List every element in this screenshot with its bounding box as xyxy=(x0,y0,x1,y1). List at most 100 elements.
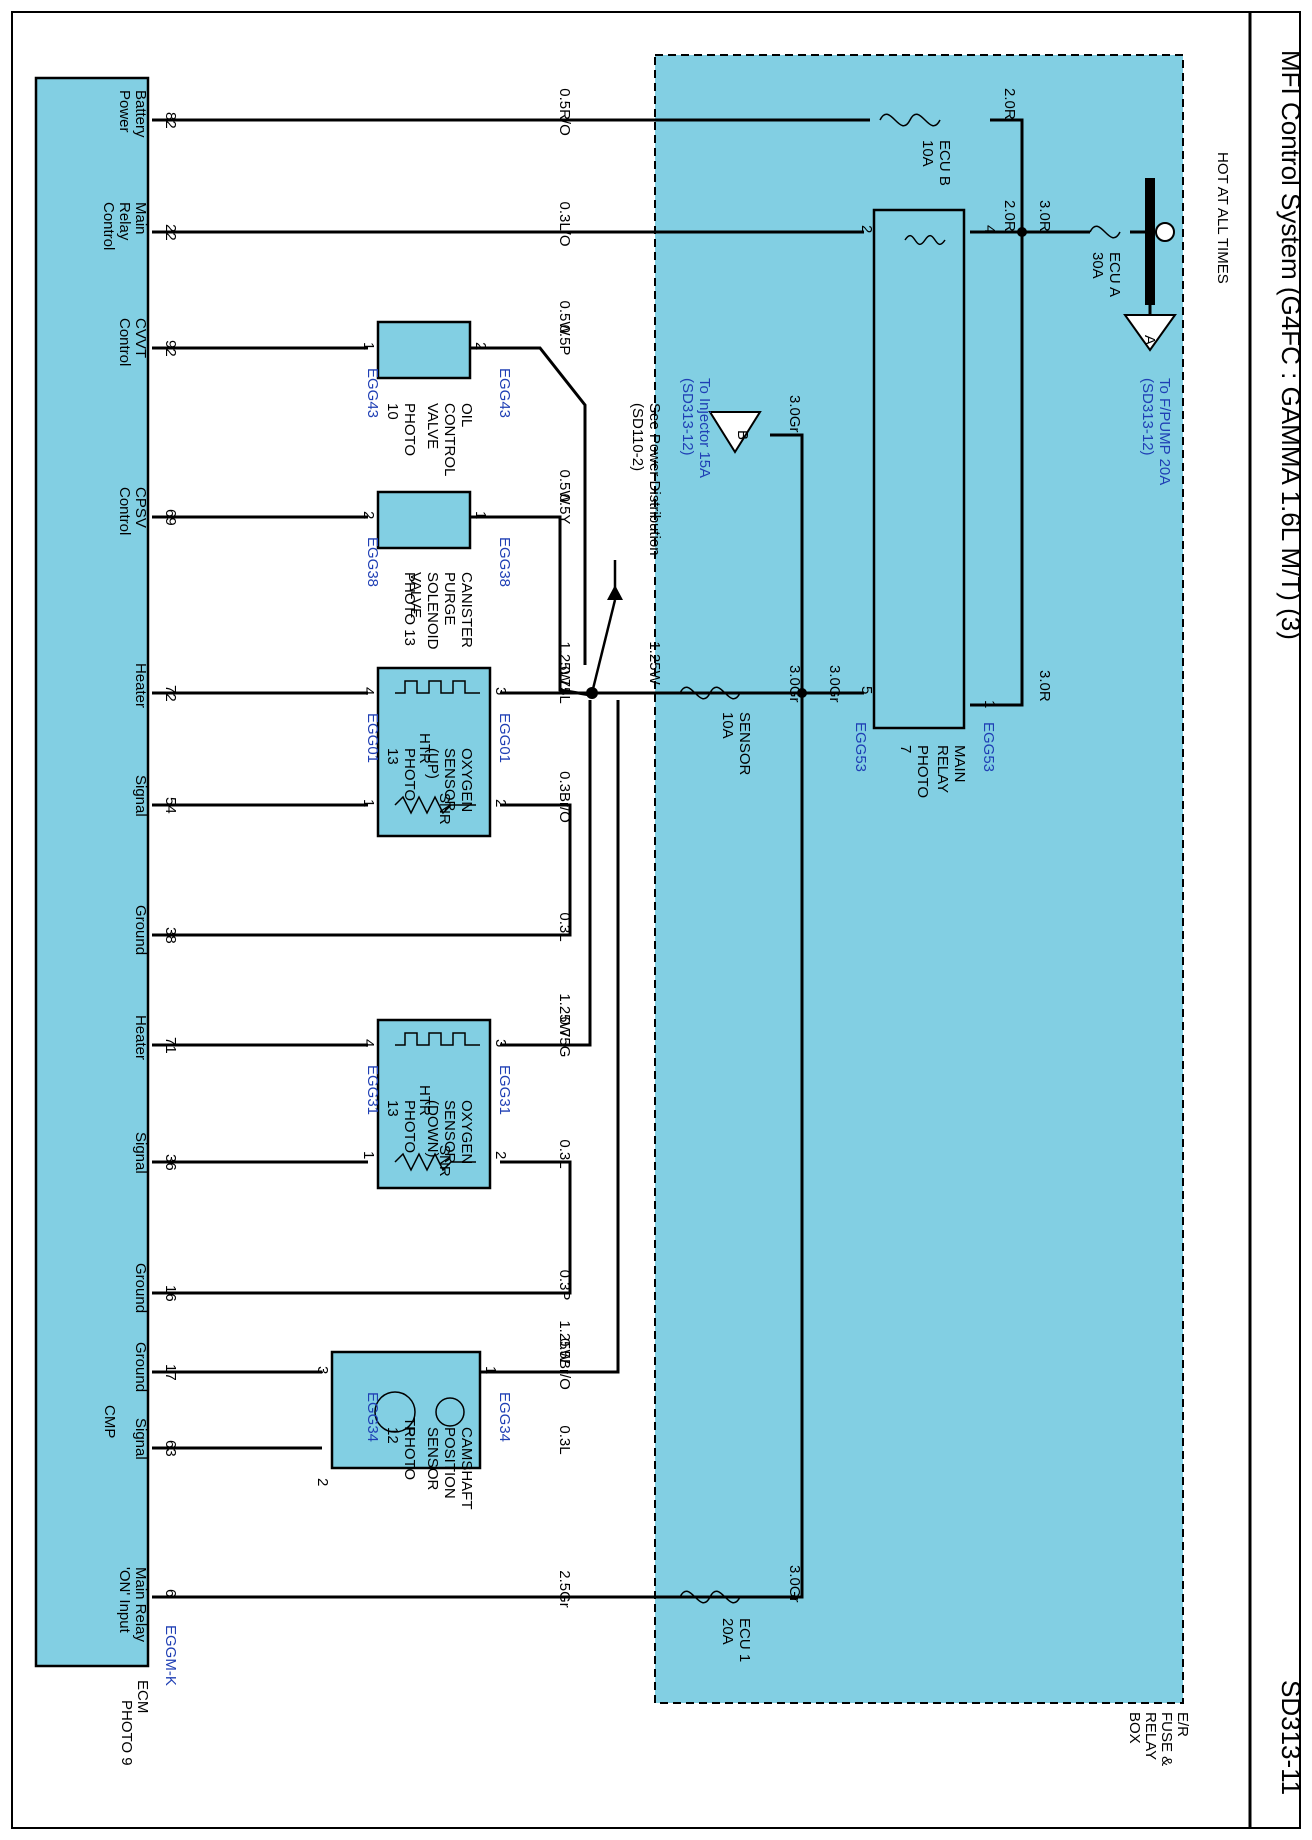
relay-coil xyxy=(904,234,946,246)
wire-1-25w-fuse: 1.25W xyxy=(646,641,663,685)
component-2-label-line-0: OXYGEN xyxy=(458,748,475,812)
heater-element-up xyxy=(395,680,480,694)
ecm-wire-54: 0.3Br/O xyxy=(556,771,573,823)
ecm-wire-38: 0.3L xyxy=(556,912,573,941)
diagram-labels: MFI Control System (G4FC : GAMMA 1.6L M/… xyxy=(100,50,1306,1795)
fuse-box-label-line-0: E/R xyxy=(1174,1712,1191,1737)
component-1-pin-2: 2 xyxy=(360,511,377,519)
hot-at-all-times-label: HOT AT ALL TIMES xyxy=(1214,152,1231,284)
fuse-symbols xyxy=(679,113,1121,1604)
wire-3-0gr-ecu1: 3.0Gr xyxy=(786,1565,803,1603)
ecm-block xyxy=(34,76,150,1668)
component-3-pin-1: 1 xyxy=(360,1151,377,1159)
component-3-connector-left: EGG31 xyxy=(364,1065,381,1115)
component-4-pin-3: 3 xyxy=(314,1366,331,1374)
component-1-label-line-0: CANISTER xyxy=(458,572,475,648)
ecm-pin-name-38-line-0: Ground xyxy=(132,905,149,955)
offpage-a-text-line-1: (SD313-12) xyxy=(1139,378,1156,456)
ecm-pin-38: 38 xyxy=(162,927,179,944)
fuse-box-label-line-3: BOX xyxy=(1126,1712,1143,1744)
ecm-photo: PHOTO 9 xyxy=(118,1700,135,1766)
fuse-sensor-line-1: 10A xyxy=(719,712,736,739)
component-4-pin-1: 1 xyxy=(482,1366,499,1374)
ecm-pin-22: 22 xyxy=(162,224,179,241)
component-1-label-line-1: PURGE xyxy=(441,572,458,625)
offpage-a-letter: A xyxy=(1141,335,1158,345)
wire-3-0r-top: 3.0R xyxy=(1036,200,1053,232)
component-1-connector-right: EGG38 xyxy=(496,537,513,587)
relay-pin-2: 2 xyxy=(858,225,875,233)
ecm-pin-name-22-line-0: Main xyxy=(132,202,149,235)
offpage-a-text-line-0: To F/PUMP 20A xyxy=(1156,378,1173,485)
component-2-pin-2: 2 xyxy=(492,799,509,807)
component-3-label-line-0: OXYGEN xyxy=(458,1100,475,1164)
component-2-htr: HTR xyxy=(416,733,433,764)
fuse-ecu-b-symbol xyxy=(879,113,941,127)
ecm-pin-name-16-line-0: Ground xyxy=(132,1263,149,1313)
ecm-pin-6: 6 xyxy=(162,1589,179,1597)
wire-3-0gr-relay: 3.0Gr xyxy=(826,665,843,703)
component-2-pin-3: 3 xyxy=(492,687,509,695)
ecm-wire-72: 0.75L xyxy=(556,666,573,704)
heater-element-down xyxy=(395,1032,480,1046)
component-3-pin-4: 4 xyxy=(360,1039,377,1047)
component-0-connector-right: EGG43 xyxy=(496,368,513,418)
component-0-pin-1: 1 xyxy=(360,342,377,350)
ecm-pin-name-92-line-0: CVVT xyxy=(132,318,149,358)
component-3-photo-line-1: 13 xyxy=(384,1100,401,1117)
power-distribution-ref-line-1: (SD110-2) xyxy=(629,403,646,471)
ecm-pin-name-6-line-1: 'ON' Input xyxy=(116,1567,133,1634)
component-4-tr: TR xyxy=(401,1417,418,1437)
wire-3-0gr-injector: 3.0Gr xyxy=(786,395,803,433)
ecm-pin-63: 63 xyxy=(162,1440,179,1457)
component-3-connector-right: EGG31 xyxy=(496,1065,513,1115)
component-1-photo-line-0: PHOTO 13 xyxy=(401,572,418,646)
sensor-resistor-down xyxy=(394,1152,476,1172)
component-4-connector-left: EGG34 xyxy=(364,1392,381,1442)
main-relay-connector-left: EGG53 xyxy=(852,722,869,772)
component-0-pin-2: 2 xyxy=(472,342,489,350)
ecm-pin-name-71-line-0: Heater xyxy=(132,1015,149,1060)
ecm-pin-name-82-line-1: Power xyxy=(116,90,133,133)
ecm-wire-22: 0.3L/O xyxy=(556,201,573,246)
power-distribution-ref-line-0: See Power Distribution xyxy=(646,403,663,556)
fuse-sensor-symbol xyxy=(679,686,741,700)
ecm-pin-17: 17 xyxy=(162,1364,179,1381)
magnet-circle xyxy=(435,1397,465,1427)
fuse-sensor-line-0: SENSOR xyxy=(736,712,753,776)
ecm-pin-name-92-line-1: Control xyxy=(116,318,133,366)
component-1-label-line-2: SOLENOID xyxy=(424,572,441,650)
component-1-pin-1: 1 xyxy=(472,511,489,519)
ecm-pin-92: 92 xyxy=(162,340,179,357)
canister-purge-valve-box xyxy=(376,490,472,550)
ecm-wire-63: 0.3L xyxy=(556,1425,573,1454)
page-frame xyxy=(11,11,1301,1829)
main-relay-photo-line-1: 7 xyxy=(897,745,914,753)
ecm-name: ECM xyxy=(134,1680,151,1713)
component-2-pin-4: 4 xyxy=(360,687,377,695)
component-1-connector-left: EGG38 xyxy=(364,537,381,587)
ecm-pin-16: 16 xyxy=(162,1285,179,1302)
sensor-resistor-up xyxy=(394,795,476,815)
offpage-b-letter: B xyxy=(734,430,751,440)
component-2-pin-1: 1 xyxy=(360,799,377,807)
ecm-pin-name-72-line-0: Heater xyxy=(132,663,149,708)
wire-3-0r-relay: 3.0R xyxy=(1036,670,1053,702)
component-3-pin-3: 3 xyxy=(492,1039,509,1047)
offpage-b-text-line-1: (SD313-12) xyxy=(679,378,696,456)
wire-1-25w-down: 1.25W xyxy=(556,993,573,1037)
fuse-box-label-line-2: RELAY xyxy=(1142,1712,1159,1760)
component-0-photo-line-0: PHOTO xyxy=(401,403,418,456)
relay-pin-4: 4 xyxy=(981,225,998,233)
component-3-snr: SNR xyxy=(436,1145,453,1177)
camshaft-sensor-box xyxy=(330,1350,482,1470)
offpage-b-triangle xyxy=(708,411,762,454)
component-2-snr: SNR xyxy=(436,793,453,825)
component-2-label-line-2: (UP) xyxy=(424,748,441,779)
fuse-ecu-1-line-0: ECU 1 xyxy=(736,1618,753,1662)
wire-2-0r-relay: 2.0R xyxy=(1001,200,1018,232)
ecm-pin-71: 71 xyxy=(162,1037,179,1054)
ecm-pin-name-36-line-0: Signal xyxy=(132,1132,149,1174)
ecm-connector: EGGM-K xyxy=(162,1625,179,1686)
